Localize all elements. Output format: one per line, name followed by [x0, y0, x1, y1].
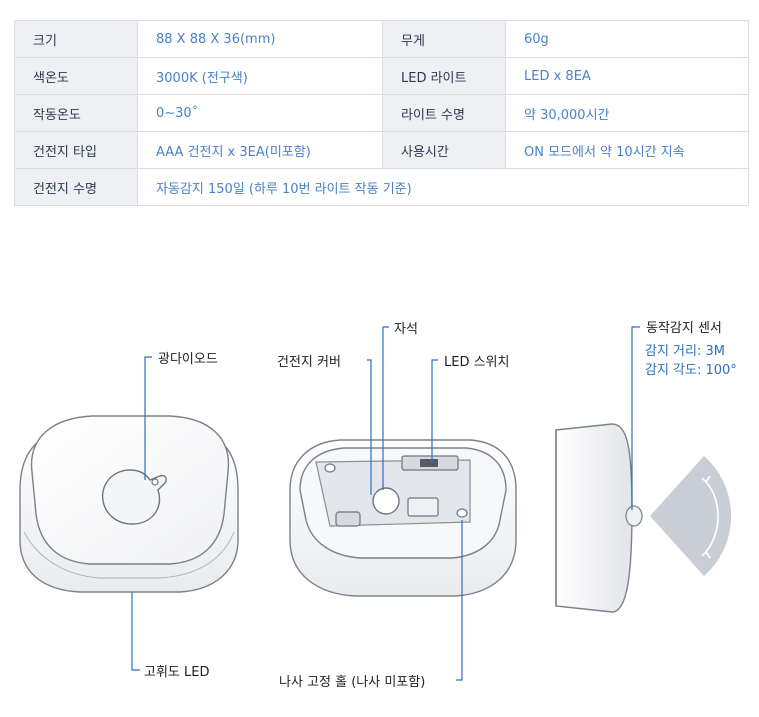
- spec-key: 사용시간: [382, 131, 506, 169]
- screw-hole: [456, 508, 468, 518]
- label-sense-angle: 감지 각도: 100°: [645, 363, 737, 378]
- spec-key: LED 라이트: [382, 57, 506, 95]
- detection-cone: [650, 456, 732, 576]
- spec-value: 자동감지 150일 (하루 10번 라이트 작동 기준): [137, 168, 749, 206]
- label-screw-hole: 나사 고정 홀 (나사 미포함): [279, 675, 426, 690]
- label-photodiode: 광다이오드: [158, 352, 218, 367]
- table-row: 건전지 수명 자동감지 150일 (하루 10번 라이트 작동 기준): [14, 168, 749, 206]
- product-illustration: [19, 326, 732, 681]
- spec-key: 색온도: [14, 57, 138, 95]
- spec-value: 88 X 88 X 36(mm): [137, 20, 383, 58]
- spec-value: 60g: [505, 20, 749, 58]
- callout-lines: [131, 326, 640, 681]
- spec-key: 건전지 수명: [14, 168, 138, 206]
- motion-sensor-lens: [625, 505, 643, 527]
- magnet: [372, 487, 400, 515]
- side-unit-body: [555, 423, 633, 613]
- spec-key: 라이트 수명: [382, 94, 506, 132]
- spec-value: 약 30,000시간: [505, 94, 749, 132]
- back-unit: [289, 439, 517, 597]
- battery-window: [407, 497, 439, 517]
- label-sense-distance: 감지 거리: 3M: [645, 344, 725, 359]
- side-unit: [555, 423, 732, 613]
- spec-table: 크기 88 X 88 X 36(mm) 무게 60g 색온도 3000K (전구…: [14, 20, 749, 206]
- photodiode: [101, 469, 167, 525]
- product-diagram: 광다이오드 건전지 커버 자석 LED 스위치 동작감지 센서 감지 거리: 3…: [0, 300, 759, 717]
- spec-key: 작동온도: [14, 94, 138, 132]
- spec-value: 3000K (전구색): [137, 57, 383, 95]
- spec-key: 무게: [382, 20, 506, 58]
- label-led-switch: LED 스위치: [444, 355, 510, 370]
- spec-value: AAA 건전지 x 3EA(미포함): [137, 131, 383, 169]
- label-magnet: 자석: [394, 322, 418, 337]
- detection-angle-arrow: [705, 481, 719, 553]
- label-high-brightness-led: 고휘도 LED: [144, 665, 210, 680]
- table-row: 건전지 타입 AAA 건전지 x 3EA(미포함) 사용시간 ON 모드에서 약…: [14, 131, 749, 169]
- label-battery-cover: 건전지 커버: [277, 355, 341, 370]
- label-motion-sensor: 동작감지 센서: [646, 321, 722, 336]
- spec-key: 크기: [14, 20, 138, 58]
- front-unit: [19, 415, 239, 593]
- table-row: 작동온도 0~30˚ 라이트 수명 약 30,000시간: [14, 94, 749, 132]
- screw-hole-clip: [335, 511, 361, 527]
- spec-value: ON 모드에서 약 10시간 지속: [505, 131, 749, 169]
- spec-value: 0~30˚: [137, 94, 383, 132]
- table-row: 크기 88 X 88 X 36(mm) 무게 60g: [14, 20, 749, 58]
- screw-hole: [324, 463, 336, 473]
- spec-key: 건전지 타입: [14, 131, 138, 169]
- spec-value: LED x 8EA: [505, 57, 749, 95]
- table-row: 색온도 3000K (전구색) LED 라이트 LED x 8EA: [14, 57, 749, 95]
